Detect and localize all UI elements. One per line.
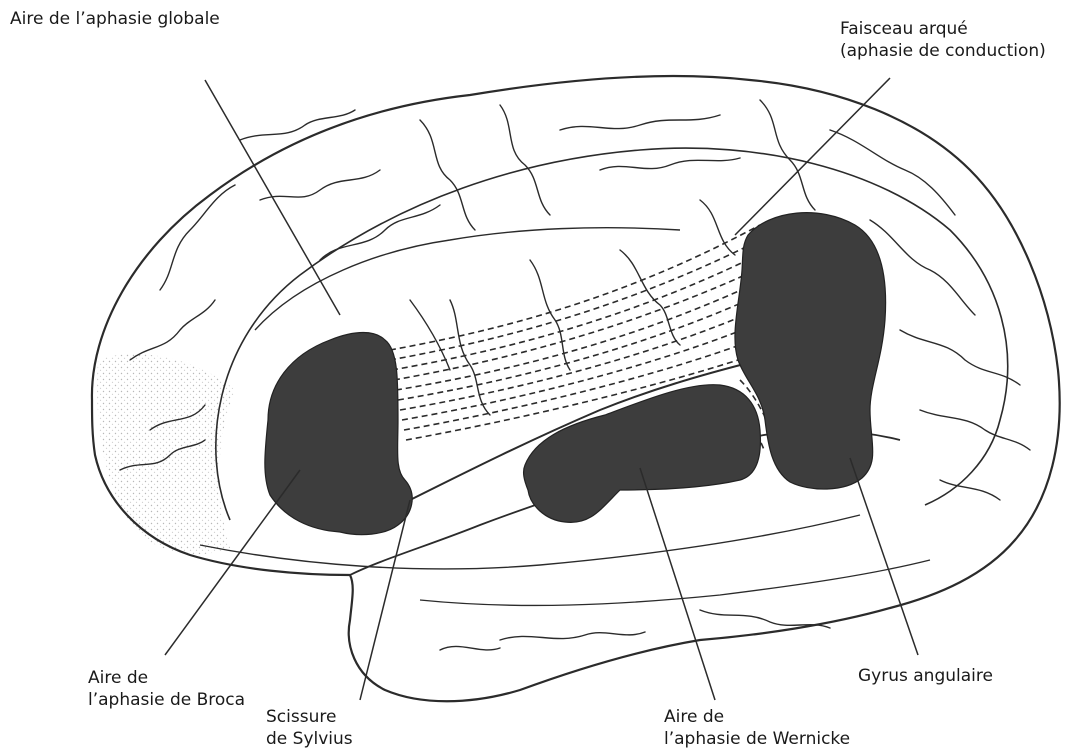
sulci <box>120 100 1030 650</box>
label-aphasie-globale: Aire de l’aphasie globale <box>10 8 220 30</box>
brain-outline <box>92 76 1060 701</box>
label-line: l’aphasie de Wernicke <box>664 728 850 750</box>
label-gyrus-angulaire: Gyrus angulaire <box>858 665 993 687</box>
label-aphasie-wernicke: Aire de l’aphasie de Wernicke <box>664 706 850 750</box>
label-aphasie-broca: Aire de l’aphasie de Broca <box>88 667 245 711</box>
frontal-pole-shading <box>97 354 235 554</box>
bottom-arc <box>420 560 930 605</box>
label-line: de Sylvius <box>266 728 353 750</box>
label-line: Scissure <box>266 706 353 728</box>
label-line: Gyrus angulaire <box>858 665 993 687</box>
leader-arque <box>735 78 890 235</box>
leader-gyrus <box>850 458 918 655</box>
label-line: Faisceau arqué <box>840 18 1046 40</box>
lower-arc <box>200 515 860 569</box>
label-line: Aire de <box>664 706 850 728</box>
leader-global <box>205 80 340 315</box>
label-line: Aire de l’aphasie globale <box>10 8 220 30</box>
broca-area <box>265 333 412 535</box>
wernicke-area <box>524 385 761 523</box>
label-line: l’aphasie de Broca <box>88 689 245 711</box>
label-faisceau-arque: Faisceau arqué (aphasie de conduction) <box>840 18 1046 62</box>
label-line: (aphasie de conduction) <box>840 40 1046 62</box>
label-scissure-sylvius: Scissure de Sylvius <box>266 706 353 750</box>
leader-wernicke <box>640 468 715 700</box>
label-line: Aire de <box>88 667 245 689</box>
